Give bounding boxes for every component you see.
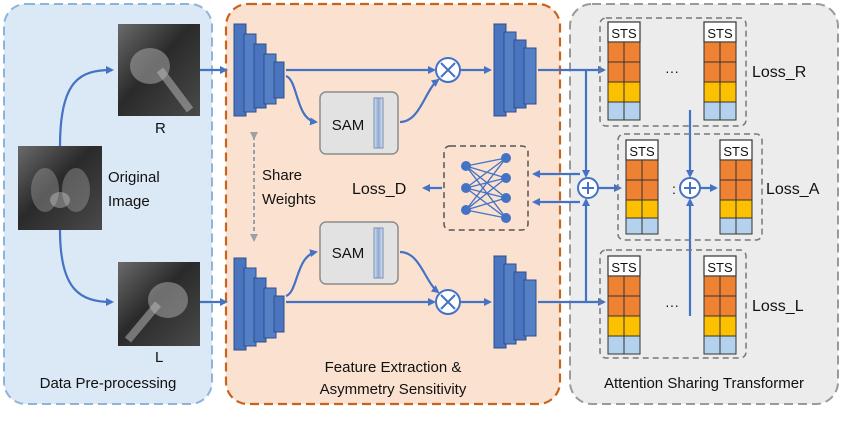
- share-weights-line2: Weights: [262, 191, 316, 208]
- sts-label-l2: STS: [707, 260, 733, 275]
- sts-label-r2: STS: [707, 26, 733, 41]
- xray-right: [118, 24, 200, 116]
- arrow-encoder-bottom-to-sam: [285, 249, 318, 298]
- xray-right-label: R: [155, 120, 166, 137]
- ellipsis-a: :: [672, 181, 676, 197]
- sts-group-r: [599, 17, 747, 127]
- sts-label-a2: STS: [723, 144, 749, 159]
- sts-block: [703, 255, 737, 355]
- ellipsis-r: ···: [665, 63, 679, 79]
- sts-block: [607, 21, 641, 121]
- sts-group-l: [599, 249, 747, 359]
- plus-right-icon: [679, 177, 701, 199]
- multiply-top-icon: [435, 57, 461, 83]
- share-weights-line1: Share: [262, 167, 302, 184]
- feature-panel: [224, 2, 562, 406]
- encoder-top: [233, 23, 285, 117]
- arrow-sam-top-to-multiply: [399, 78, 440, 124]
- xray-left-label: L: [155, 349, 163, 366]
- arrow-sam-bottom-to-multiply: [399, 250, 440, 294]
- ellipsis-l: ···: [665, 297, 679, 313]
- sts-block: [607, 255, 641, 355]
- loss-l-label: Loss_L: [752, 298, 804, 315]
- encoder-bottom: [233, 257, 285, 351]
- sts-group-a: [617, 133, 763, 241]
- xray-left: [118, 262, 200, 346]
- sam-bottom-label: SAM: [332, 245, 365, 262]
- sam-block-bottom: [319, 221, 399, 285]
- arrow-encoder-top-to-sam: [285, 74, 318, 126]
- feature-map-top: [493, 23, 537, 117]
- multiply-bottom-icon: [435, 289, 461, 315]
- feature-panel-label-line2: Asymmetry Sensitivity: [320, 381, 467, 398]
- sts-block: [703, 21, 737, 121]
- sts-block: [625, 139, 659, 235]
- loss-d-label: Loss_D: [352, 181, 406, 198]
- original-xray: [18, 146, 102, 230]
- preprocess-panel-label: Data Pre-processing: [40, 375, 177, 392]
- sts-label-l1: STS: [611, 260, 637, 275]
- discriminator-network: [443, 145, 529, 231]
- transformer-panel-label: Attention Sharing Transformer: [604, 375, 804, 392]
- sts-label-a1: STS: [629, 144, 655, 159]
- sam-block-top: [319, 91, 399, 155]
- arrow-original-to-r: [58, 66, 114, 147]
- plus-left-icon: [577, 177, 599, 199]
- feature-panel-label-line1: Feature Extraction &: [325, 359, 462, 376]
- arrow-original-to-l: [58, 229, 114, 306]
- original-label-line2: Image: [108, 193, 150, 210]
- sts-label-r1: STS: [611, 26, 637, 41]
- feature-map-bottom: [493, 255, 537, 349]
- original-label-line1: Original: [108, 169, 160, 186]
- loss-r-label: Loss_R: [752, 64, 806, 81]
- sts-block: [719, 139, 753, 235]
- loss-a-label: Loss_A: [766, 181, 820, 198]
- sam-top-label: SAM: [332, 117, 365, 134]
